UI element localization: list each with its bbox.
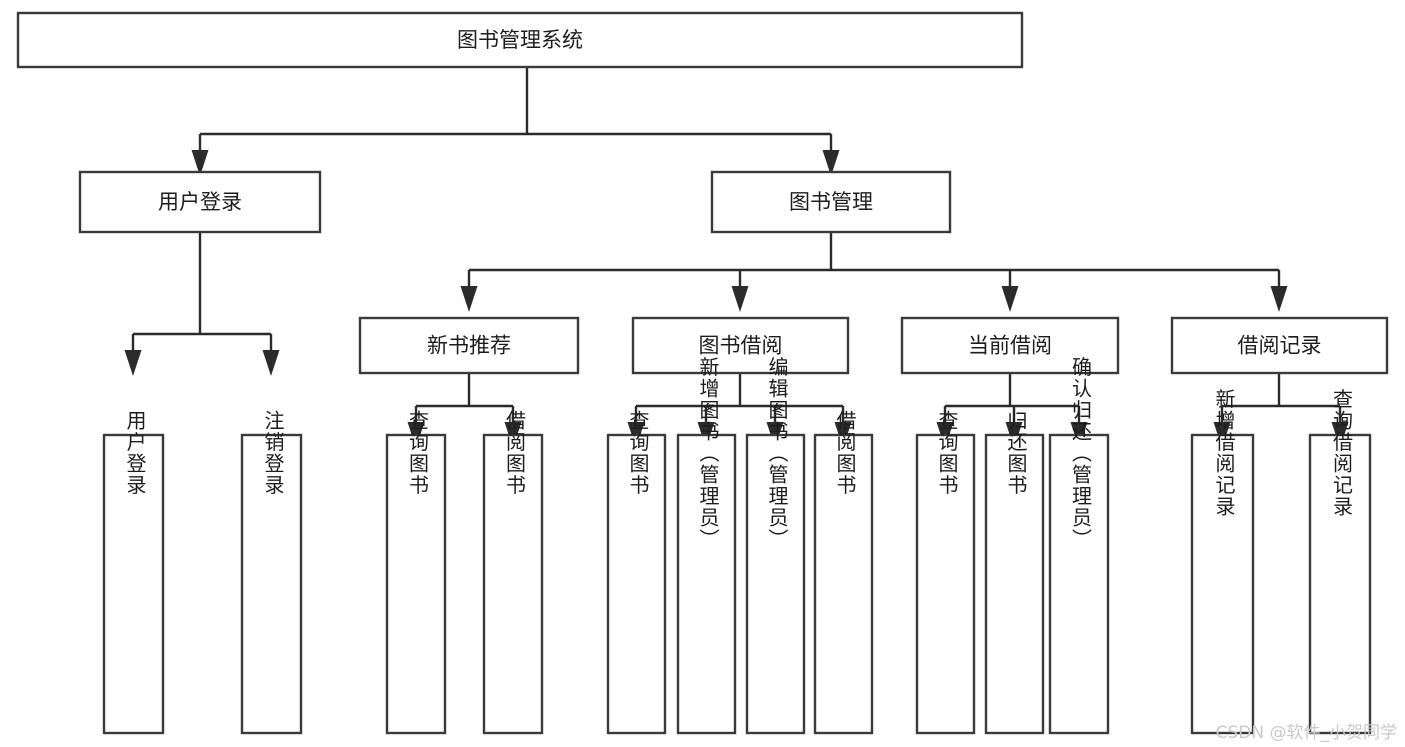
node-label: 归还图书 bbox=[1004, 410, 1028, 496]
watermark-label: CSDN @软件_小贺同学 bbox=[1215, 723, 1397, 743]
node-box[interactable] bbox=[900, 316, 1120, 375]
node-leaf-new-1[interactable]: 借阅图书 bbox=[482, 410, 544, 735]
node-label: 确认归还（管理员） bbox=[1069, 356, 1093, 550]
node-label: 当前借阅 bbox=[968, 334, 1052, 358]
node-l2-1[interactable]: 图书借阅 bbox=[631, 316, 850, 375]
node-label: 用户登录 bbox=[158, 190, 242, 214]
node-box[interactable] bbox=[78, 170, 322, 234]
node-l2-3[interactable]: 借阅记录 bbox=[1170, 316, 1389, 375]
connector-l1-1-to-l2 bbox=[460, 232, 1288, 312]
node-root[interactable]: 图书管理系统 bbox=[16, 11, 1024, 69]
node-label: 图书借阅 bbox=[699, 334, 783, 358]
node-label: 查询图书 bbox=[406, 410, 430, 496]
node-box[interactable] bbox=[813, 433, 874, 735]
node-label: 查询图书 bbox=[626, 410, 650, 496]
connector-l2-1-to-leaves bbox=[627, 373, 852, 448]
node-leaf-borrow-0[interactable]: 查询图书 bbox=[606, 410, 667, 735]
node-label: 查询借阅记录 bbox=[1330, 388, 1354, 517]
node-label: 新增借阅记录 bbox=[1212, 388, 1236, 517]
node-label: 新书推荐 bbox=[427, 334, 511, 358]
node-label: 查询图书 bbox=[935, 410, 959, 496]
node-leaf-record-0[interactable]: 新增借阅记录 bbox=[1190, 388, 1255, 735]
node-label: 图书管理 bbox=[789, 190, 873, 214]
node-label: 注销登录 bbox=[261, 410, 285, 496]
node-box[interactable] bbox=[1170, 316, 1389, 375]
node-box[interactable] bbox=[1048, 433, 1110, 735]
node-box[interactable] bbox=[676, 433, 737, 735]
node-box[interactable] bbox=[240, 433, 303, 735]
node-label: 用户登录 bbox=[123, 410, 147, 496]
node-leaf-new-0[interactable]: 查询图书 bbox=[385, 410, 447, 735]
node-leaf-borrow-2[interactable]: 编辑图书（管理员） bbox=[745, 356, 806, 735]
node-l1-1[interactable]: 图书管理 bbox=[710, 170, 952, 234]
node-label: 借阅图书 bbox=[833, 410, 857, 496]
node-leaf-login-0[interactable]: 用户登录 bbox=[102, 410, 165, 735]
node-l2-0[interactable]: 新书推荐 bbox=[358, 316, 580, 375]
node-l2-2[interactable]: 当前借阅 bbox=[900, 316, 1120, 375]
node-box[interactable] bbox=[984, 433, 1045, 735]
node-box[interactable] bbox=[102, 433, 165, 735]
node-leaf-current-2[interactable]: 确认归还（管理员） bbox=[1048, 356, 1110, 735]
node-box[interactable] bbox=[482, 433, 544, 735]
node-box[interactable] bbox=[710, 170, 952, 234]
node-box[interactable] bbox=[745, 433, 806, 735]
connector-layer bbox=[124, 67, 1349, 448]
node-leaf-borrow-1[interactable]: 新增图书（管理员） bbox=[676, 356, 737, 735]
node-box[interactable] bbox=[1308, 433, 1372, 735]
node-box[interactable] bbox=[16, 11, 1024, 69]
connector-l1-0-to-leaves bbox=[124, 232, 280, 376]
node-leaf-borrow-3[interactable]: 借阅图书 bbox=[813, 410, 874, 735]
node-label: 新增图书（管理员） bbox=[696, 356, 720, 550]
node-layer: 图书管理系统用户登录图书管理新书推荐图书借阅当前借阅借阅记录用户登录注销登录查询… bbox=[16, 11, 1389, 735]
node-label: 编辑图书（管理员） bbox=[765, 356, 789, 550]
node-leaf-current-1[interactable]: 归还图书 bbox=[984, 410, 1045, 735]
node-box[interactable] bbox=[1190, 433, 1255, 735]
node-label: 借阅记录 bbox=[1238, 334, 1322, 358]
node-l1-0[interactable]: 用户登录 bbox=[78, 170, 322, 234]
node-label: 借阅图书 bbox=[503, 410, 527, 496]
node-box[interactable] bbox=[631, 316, 850, 375]
node-label: 图书管理系统 bbox=[457, 28, 583, 52]
node-leaf-record-1[interactable]: 查询借阅记录 bbox=[1308, 388, 1372, 735]
node-leaf-login-1[interactable]: 注销登录 bbox=[240, 410, 303, 735]
node-box[interactable] bbox=[606, 433, 667, 735]
node-leaf-current-0[interactable]: 查询图书 bbox=[915, 410, 976, 735]
connector-root-to-l1 bbox=[191, 67, 840, 176]
node-box[interactable] bbox=[358, 316, 580, 375]
node-box[interactable] bbox=[385, 433, 447, 735]
node-box[interactable] bbox=[915, 433, 976, 735]
